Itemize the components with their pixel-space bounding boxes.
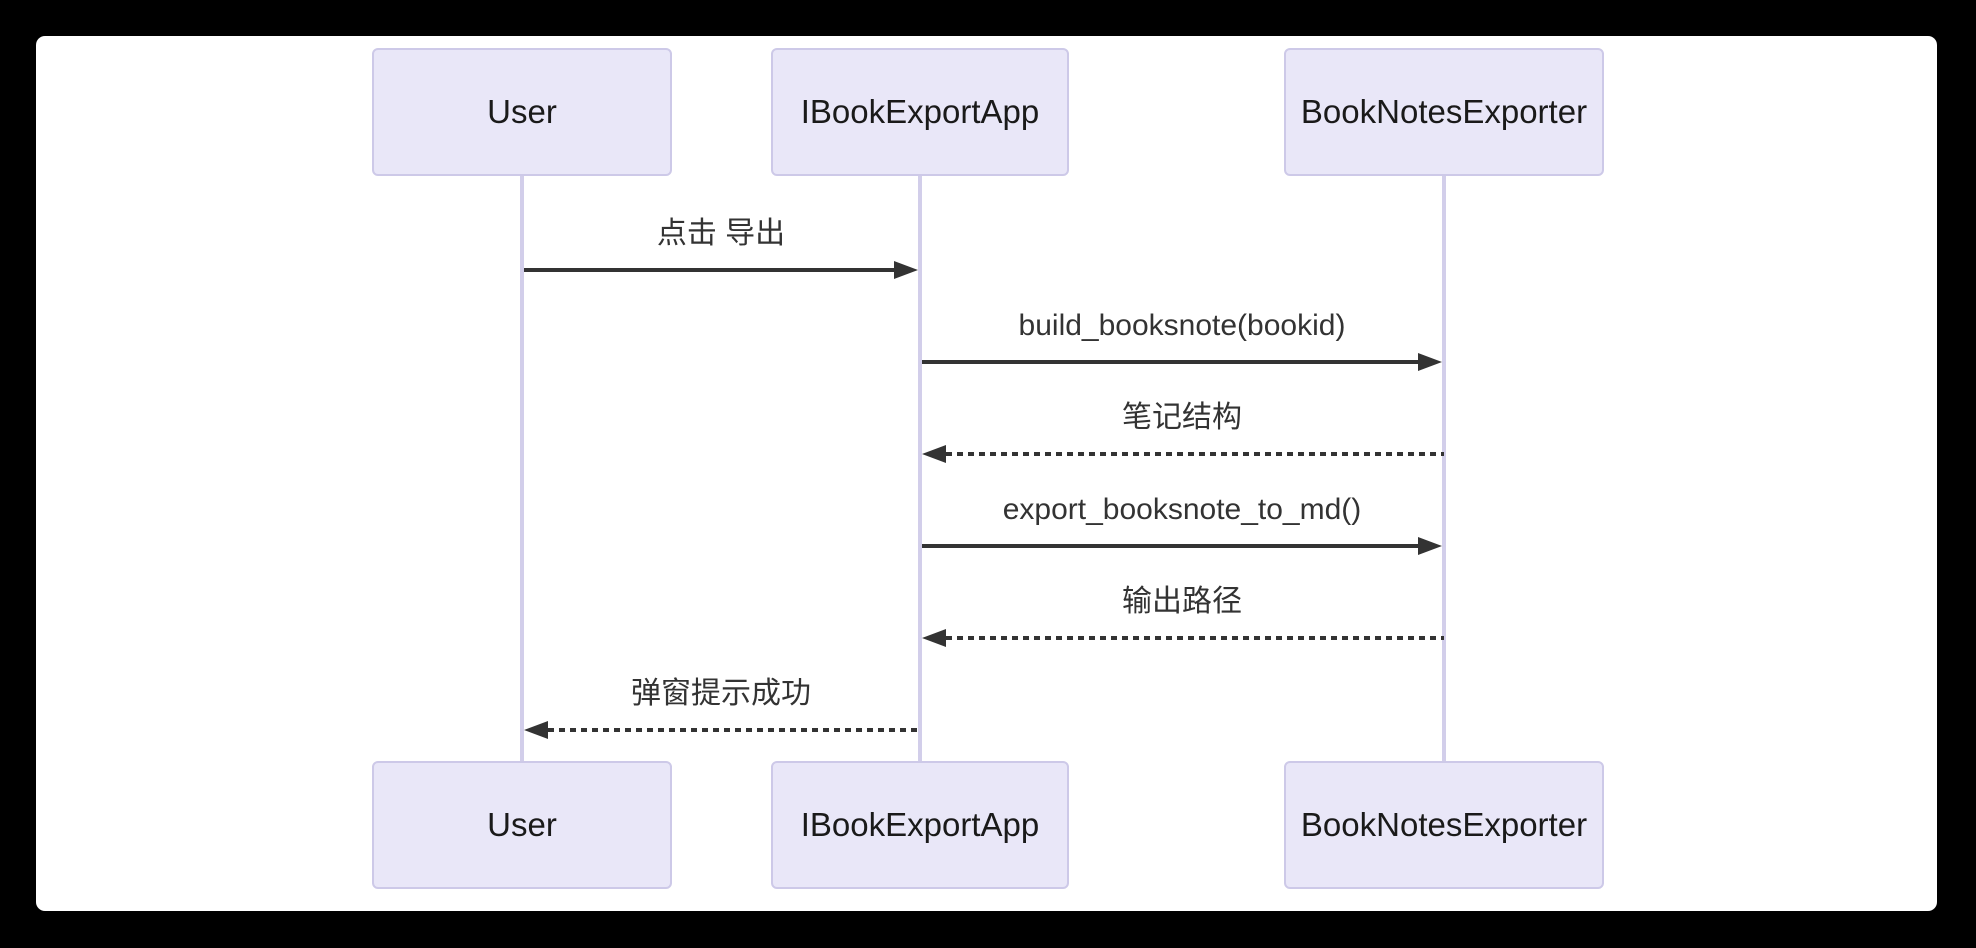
lifeline-booknotesexporter — [1442, 176, 1446, 761]
message-label: 输出路径 — [1122, 585, 1242, 618]
lifeline-user — [520, 176, 524, 761]
message-label: 笔记结构 — [1122, 401, 1242, 434]
actor-label: User — [487, 93, 557, 130]
actor-box-booknotesexporter-top: BookNotesExporter — [1284, 48, 1604, 176]
actor-label: BookNotesExporter — [1300, 93, 1588, 130]
message-line — [922, 360, 1418, 364]
actor-box-user-bottom: User — [372, 761, 672, 889]
message-label: 弹窗提示成功 — [631, 677, 811, 710]
actor-label: IBookExportApp — [800, 806, 1040, 843]
message-label: 点击 导出 — [656, 217, 786, 250]
arrowhead-left-icon — [922, 445, 946, 463]
message-line — [548, 728, 920, 732]
actor-label: IBookExportApp — [800, 93, 1040, 130]
message-line — [946, 636, 1444, 640]
lifeline-ibookexportapp — [918, 176, 922, 761]
arrowhead-left-icon — [922, 629, 946, 647]
arrowhead-left-icon — [524, 721, 548, 739]
arrowhead-right-icon — [894, 261, 918, 279]
message-label: build_booksnote(bookid) — [1018, 309, 1346, 342]
message-line — [946, 452, 1444, 456]
actor-label: User — [487, 806, 557, 843]
arrowhead-right-icon — [1418, 537, 1442, 555]
actor-label: BookNotesExporter — [1300, 806, 1588, 843]
message-label: export_booksnote_to_md() — [1002, 493, 1362, 526]
message-line — [922, 544, 1418, 548]
actor-box-booknotesexporter-bottom: BookNotesExporter — [1284, 761, 1604, 889]
message-line — [524, 268, 894, 272]
actor-box-ibookexportapp-bottom: IBookExportApp — [771, 761, 1069, 889]
actor-box-user-top: User — [372, 48, 672, 176]
actor-box-ibookexportapp-top: IBookExportApp — [771, 48, 1069, 176]
arrowhead-right-icon — [1418, 353, 1442, 371]
